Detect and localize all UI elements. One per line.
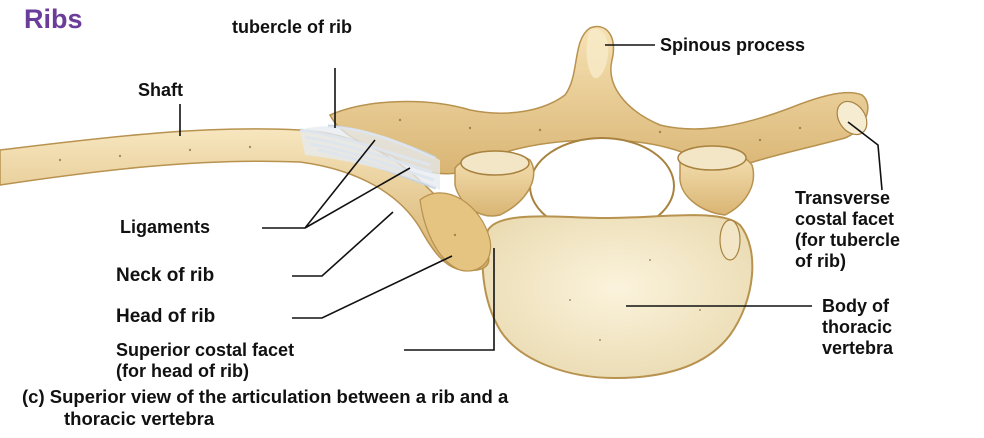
label-head-of-rib: Head of rib (116, 306, 215, 328)
figure-caption: (c) Superior view of the articulation be… (22, 386, 508, 430)
caption-line-2: thoracic vertebra (22, 408, 508, 430)
label-body-line-3: vertebra (822, 338, 893, 359)
label-neck-of-rib: Neck of rib (116, 265, 214, 287)
label-transverse-line-1: Transverse (795, 188, 900, 209)
leader-head (292, 256, 452, 318)
label-shaft: Shaft (138, 80, 183, 101)
label-body-line-1: Body of (822, 296, 893, 317)
label-tubercle-of-rib: tubercle of rib (232, 17, 352, 38)
label-transverse-line-3: (for tubercle (795, 230, 900, 251)
label-body-line-2: thoracic (822, 317, 893, 338)
label-transverse-line-2: costal facet (795, 209, 900, 230)
leader-neck (292, 212, 393, 276)
label-transverse-line-4: of rib) (795, 251, 900, 272)
right-articular-facet (678, 146, 746, 170)
right-costal-facet (720, 220, 740, 260)
label-ligaments: Ligaments (120, 217, 210, 238)
label-transverse-costal-facet: Transverse costal facet (for tubercle of… (795, 188, 900, 272)
caption-line-1: (c) Superior view of the articulation be… (22, 386, 508, 407)
label-superior-line-2: (for head of rib) (116, 361, 294, 382)
label-superior-line-1: Superior costal facet (116, 340, 294, 361)
page-title: Ribs (24, 4, 83, 35)
vertebral-body (483, 215, 753, 378)
left-articular-facet (461, 151, 529, 175)
label-body-of-thoracic-vertebra: Body of thoracic vertebra (822, 296, 893, 359)
label-superior-costal-facet: Superior costal facet (for head of rib) (116, 340, 294, 382)
label-spinous-process: Spinous process (660, 35, 805, 56)
